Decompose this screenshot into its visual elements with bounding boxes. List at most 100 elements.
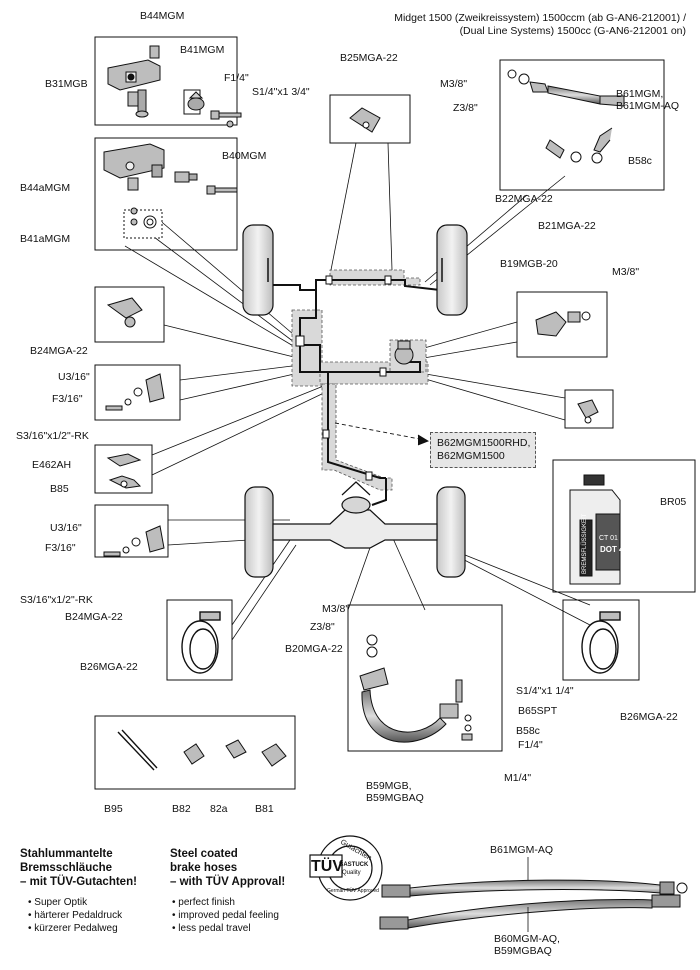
rear-axle — [272, 481, 438, 549]
features-en-item: less pedal travel — [172, 922, 279, 935]
features-de-item: härterer Pedaldruck — [28, 909, 122, 922]
pressure-valve-part — [107, 45, 161, 118]
label-b59: B59MGB, B59MGBAQ — [366, 780, 424, 804]
features-en-list: perfect finish improved pedal feeling le… — [172, 896, 279, 935]
switch-part — [183, 89, 205, 115]
label-b58c-top: B58c — [628, 155, 652, 167]
connector-part — [577, 399, 599, 424]
label-e462ah: E462AH — [32, 459, 72, 471]
label-b59-line2: B59MGBAQ — [366, 792, 424, 804]
mounting-bracket-part — [106, 297, 143, 328]
brake-fluid-bottle — [569, 474, 621, 585]
pressure-valve-2-part — [103, 143, 198, 191]
label-b31mgb: B31MGB — [45, 78, 88, 90]
label-b24mga22-bot: B24MGA-22 — [65, 611, 123, 623]
hose-clamp-left-part — [181, 611, 221, 674]
features-en-title-3: – with TÜV Approval! — [170, 876, 286, 888]
bottle-side-text: BREMSFLÜSSIGKEIT — [582, 513, 588, 574]
label-m3-8-top: M3/8" — [440, 78, 468, 90]
label-hose-bottom-line2: B59MGBAQ — [494, 945, 552, 957]
front-hose-part — [507, 69, 625, 164]
label-s3-16-bot: S3/16"x1/2"-RK — [20, 594, 93, 606]
master-cylinder — [394, 340, 414, 365]
brake-pipe-highlight — [291, 269, 429, 491]
label-b40mgm: B40MGM — [222, 150, 267, 162]
label-b41mgm: B41MGM — [180, 44, 225, 56]
label-b58c-low: B58c — [516, 725, 540, 737]
label-b61mgm-line1: B61MGM, — [616, 88, 664, 100]
features-de-item: Super Optik — [28, 896, 122, 909]
bolt-2-part — [206, 185, 238, 195]
bracket-fixing-part — [105, 373, 165, 411]
front-right-wheel — [436, 224, 468, 316]
union-part — [535, 311, 591, 337]
hose-clamp-right-part — [581, 611, 621, 674]
label-b44amgm: B44aMGM — [20, 182, 71, 194]
header-line-1: Midget 1500 (Zweikreissystem) 1500ccm (a… — [394, 12, 686, 24]
label-m3-8-low: M3/8" — [322, 603, 350, 615]
label-z3-8-top: Z3/8" — [453, 102, 478, 114]
label-f1-4-low: F1/4" — [518, 739, 543, 751]
steel-hose-top — [381, 879, 688, 898]
leader-lines — [124, 142, 591, 641]
tuv-badge — [309, 835, 383, 901]
bracket-fixing-2-part — [103, 525, 165, 557]
label-m1-4: M1/4" — [504, 772, 532, 784]
label-f3-16-top: F3/16" — [52, 393, 83, 405]
features-de-title-1: Stahlummantelte — [20, 848, 113, 860]
bolt-part — [210, 110, 242, 128]
label-b95: B95 — [104, 803, 123, 815]
label-b24mga22-top: B24MGA-22 — [30, 345, 88, 357]
label-b82: B82 — [172, 803, 191, 815]
tuv-inner-1: BASTUCK — [339, 862, 369, 868]
label-b81: B81 — [255, 803, 274, 815]
brake-pipes — [270, 279, 441, 506]
label-b41amgm: B41aMGM — [20, 233, 71, 245]
label-hose-bottom: B60MGM-AQ, B59MGBAQ — [494, 933, 560, 957]
label-b59-line1: B59MGB, — [366, 780, 412, 792]
features-de-title-2: Bremsschläuche — [20, 862, 113, 874]
diagram-header: Midget 1500 (Zweikreissystem) 1500ccm (a… — [394, 12, 686, 38]
features-de-item: kürzerer Pedalweg — [28, 922, 122, 935]
pipe-connectors — [295, 275, 392, 481]
label-hose-top: B61MGM-AQ — [490, 844, 554, 856]
label-f1-4: F1/4" — [224, 72, 249, 84]
rear-right-wheel — [436, 486, 466, 578]
pipe-tag-arrow — [334, 422, 430, 446]
pipe-set-tag: B62MGM1500RHD, B62MGM1500 — [430, 432, 536, 468]
label-b22mga22: B22MGA-22 — [495, 193, 553, 205]
label-b19mgb20: B19MGB-20 — [500, 258, 558, 270]
front-left-wheel — [242, 224, 274, 316]
label-82a: 82a — [210, 803, 228, 815]
label-s3-16-top: S3/16"x1/2"-RK — [16, 430, 89, 442]
pipe-part — [117, 729, 158, 771]
tuv-bottom-ring: German TÜV Approved — [327, 888, 379, 894]
label-z3-8-low: Z3/8" — [310, 621, 335, 633]
label-f3-16-bot: F3/16" — [45, 542, 76, 554]
pipe-clip-part — [349, 107, 381, 133]
tuv-inner-2: Quality — [342, 870, 361, 876]
features-en-title-1: Steel coated — [170, 848, 238, 860]
header-line-2: (Dual Line Systems) 1500cc (G-AN6-212001… — [459, 25, 686, 37]
label-s1-4-1-1-4: S1/4"x1 1/4" — [516, 685, 574, 697]
features-de-title: Stahlummantelte Bremsschläuche – mit TÜV… — [20, 847, 137, 889]
label-b44mgm: B44MGM — [140, 10, 185, 22]
features-en-item: perfect finish — [172, 896, 279, 909]
label-hose-bottom-line1: B60MGM-AQ, — [494, 933, 560, 945]
features-en-title-2: brake hoses — [170, 862, 238, 874]
label-b25mga22: B25MGA-22 — [340, 52, 398, 64]
label-u3-16-bot: U3/16" — [50, 522, 82, 534]
pipe-tag-line2: B62MGM1500 — [437, 450, 505, 462]
seal-part — [123, 207, 163, 239]
spring-clip-part — [106, 453, 142, 489]
label-b61mgm-line2: B61MGM-AQ — [616, 100, 680, 112]
steel-hose-bottom — [379, 894, 681, 930]
label-m3-8-mid: M3/8" — [612, 266, 640, 278]
pipe-tag-line1: B62MGM1500RHD, — [437, 437, 531, 449]
label-b26mga22-right: B26MGA-22 — [620, 711, 678, 723]
rear-left-wheel — [244, 486, 274, 578]
features-en-item: improved pedal feeling — [172, 909, 279, 922]
label-b21mga22: B21MGA-22 — [538, 220, 596, 232]
label-b65spt: B65SPT — [518, 705, 558, 717]
